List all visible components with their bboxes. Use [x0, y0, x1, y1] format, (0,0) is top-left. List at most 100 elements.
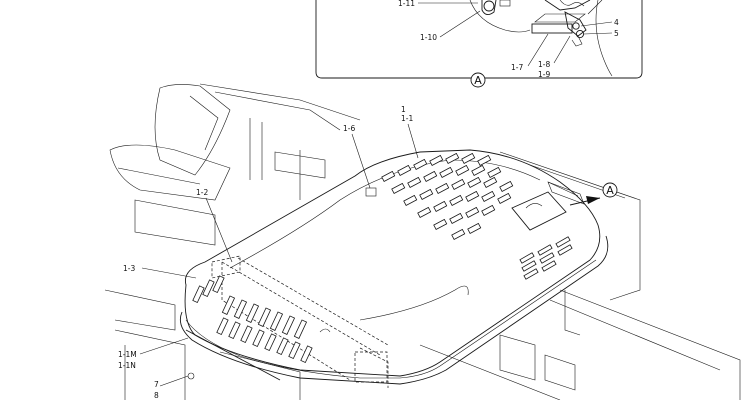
vent-slot [381, 170, 396, 183]
vent-slot [481, 190, 496, 203]
machine-frame [104, 83, 741, 400]
vent-grille-top [381, 152, 514, 241]
leader-1-7 [527, 33, 549, 67]
frame-right-plate [499, 151, 641, 301]
vent-slot [433, 200, 448, 213]
leader-1-3 [141, 267, 197, 279]
fitting-1-6 [365, 187, 377, 197]
access-hatch-handle [525, 203, 543, 209]
vent-slot [407, 176, 422, 189]
vent-slot [483, 176, 498, 189]
detail-hook [481, 0, 497, 15]
detail-pad [531, 23, 573, 34]
leader-top-right [587, 0, 603, 15]
leader-1-2 [205, 197, 233, 263]
seat-back-inner [189, 95, 219, 151]
seat-back [154, 84, 231, 176]
vent-slot [233, 299, 248, 319]
hidden-tab [211, 255, 241, 279]
frame-right-rail [559, 289, 741, 400]
vent-slot [481, 204, 496, 217]
frame-left-lower [114, 329, 186, 400]
vent-slot [537, 244, 553, 256]
vent-grille-side [519, 236, 573, 280]
vent-slot [391, 182, 406, 195]
vent-grille-front [192, 275, 313, 364]
leader-5 [583, 32, 613, 35]
fitting-screw [187, 372, 195, 380]
leader-1-8 [553, 35, 571, 64]
label-1-11: 1-11 [398, 0, 415, 8]
detail-cover-edge-2 [595, 0, 613, 77]
hidden-frame-left [221, 262, 351, 381]
detail-marker-circle [470, 72, 486, 88]
vent-slot [467, 176, 482, 189]
frame-left-wall [134, 199, 216, 246]
vent-slot [423, 170, 438, 183]
label-1-10: 1-10 [420, 33, 437, 42]
vent-slot [557, 244, 573, 256]
vent-slot [451, 178, 466, 191]
vent-slot [403, 194, 418, 207]
vent-slot [252, 329, 265, 348]
vent-slot [523, 268, 539, 280]
vent-slot [276, 337, 289, 356]
view-marker-circle [602, 182, 618, 198]
label-1: 1 [401, 105, 406, 114]
detail-washer-5 [575, 29, 585, 39]
vent-slot [269, 311, 284, 331]
cover-front-curve [359, 285, 469, 321]
label-4: 4 [614, 18, 619, 27]
vent-slot [245, 303, 260, 323]
vent-slot [419, 188, 434, 201]
leader-1 [407, 123, 419, 159]
vent-slot [499, 180, 514, 193]
label-1-6: 1-6 [343, 124, 355, 133]
vent-slot [300, 345, 313, 364]
leader-1-6 [351, 133, 371, 189]
vent-slot [281, 315, 296, 335]
frame-left-base [104, 289, 176, 331]
label-1-3: 1-3 [123, 264, 135, 273]
label-1-8: 1-8 [538, 60, 550, 69]
vent-slot [465, 206, 480, 219]
cover-flange [179, 235, 609, 385]
vent-slot [221, 295, 236, 315]
detail-clamp-2 [564, 11, 587, 37]
detail-bracket [534, 13, 586, 23]
frame-right-tab [547, 181, 585, 205]
frame-right-box [499, 334, 536, 381]
vent-slot [413, 158, 428, 171]
vent-slot [397, 164, 412, 177]
vent-slot [467, 222, 482, 235]
detail-spring [559, 0, 585, 7]
frame-right-post [564, 290, 581, 336]
label-7: 7 [154, 380, 159, 389]
vent-slot [435, 182, 450, 195]
label-1-2: 1-2 [196, 188, 208, 197]
seal-strip [185, 329, 281, 381]
vent-slot [293, 319, 308, 339]
vent-slot [202, 279, 215, 298]
detail-clamp [544, 0, 591, 11]
detail-bolt [571, 35, 583, 47]
detail-hook-plate [499, 0, 511, 7]
vent-slot [445, 152, 460, 165]
hidden-frame-mid [237, 257, 389, 346]
detail-view-a: 1-11 1-10 1-7 1-8 1-9 4 5 A [315, 0, 643, 88]
vent-slot [433, 218, 448, 231]
vent-slot [417, 206, 432, 219]
vent-slot [451, 228, 466, 241]
detail-nut-4 [572, 22, 580, 30]
vent-slot [449, 212, 464, 225]
label-1-1: 1-1 [401, 114, 413, 123]
frame-rail-top [199, 83, 361, 121]
detail-hook-pin [483, 0, 495, 12]
seat-cushion-2 [117, 167, 201, 185]
leader-1-10 [439, 10, 481, 38]
leader-1-1M [139, 337, 189, 355]
cover-flange-inner [185, 259, 597, 379]
vent-slot [471, 164, 486, 177]
label-1-1M: 1-1M [118, 350, 137, 359]
